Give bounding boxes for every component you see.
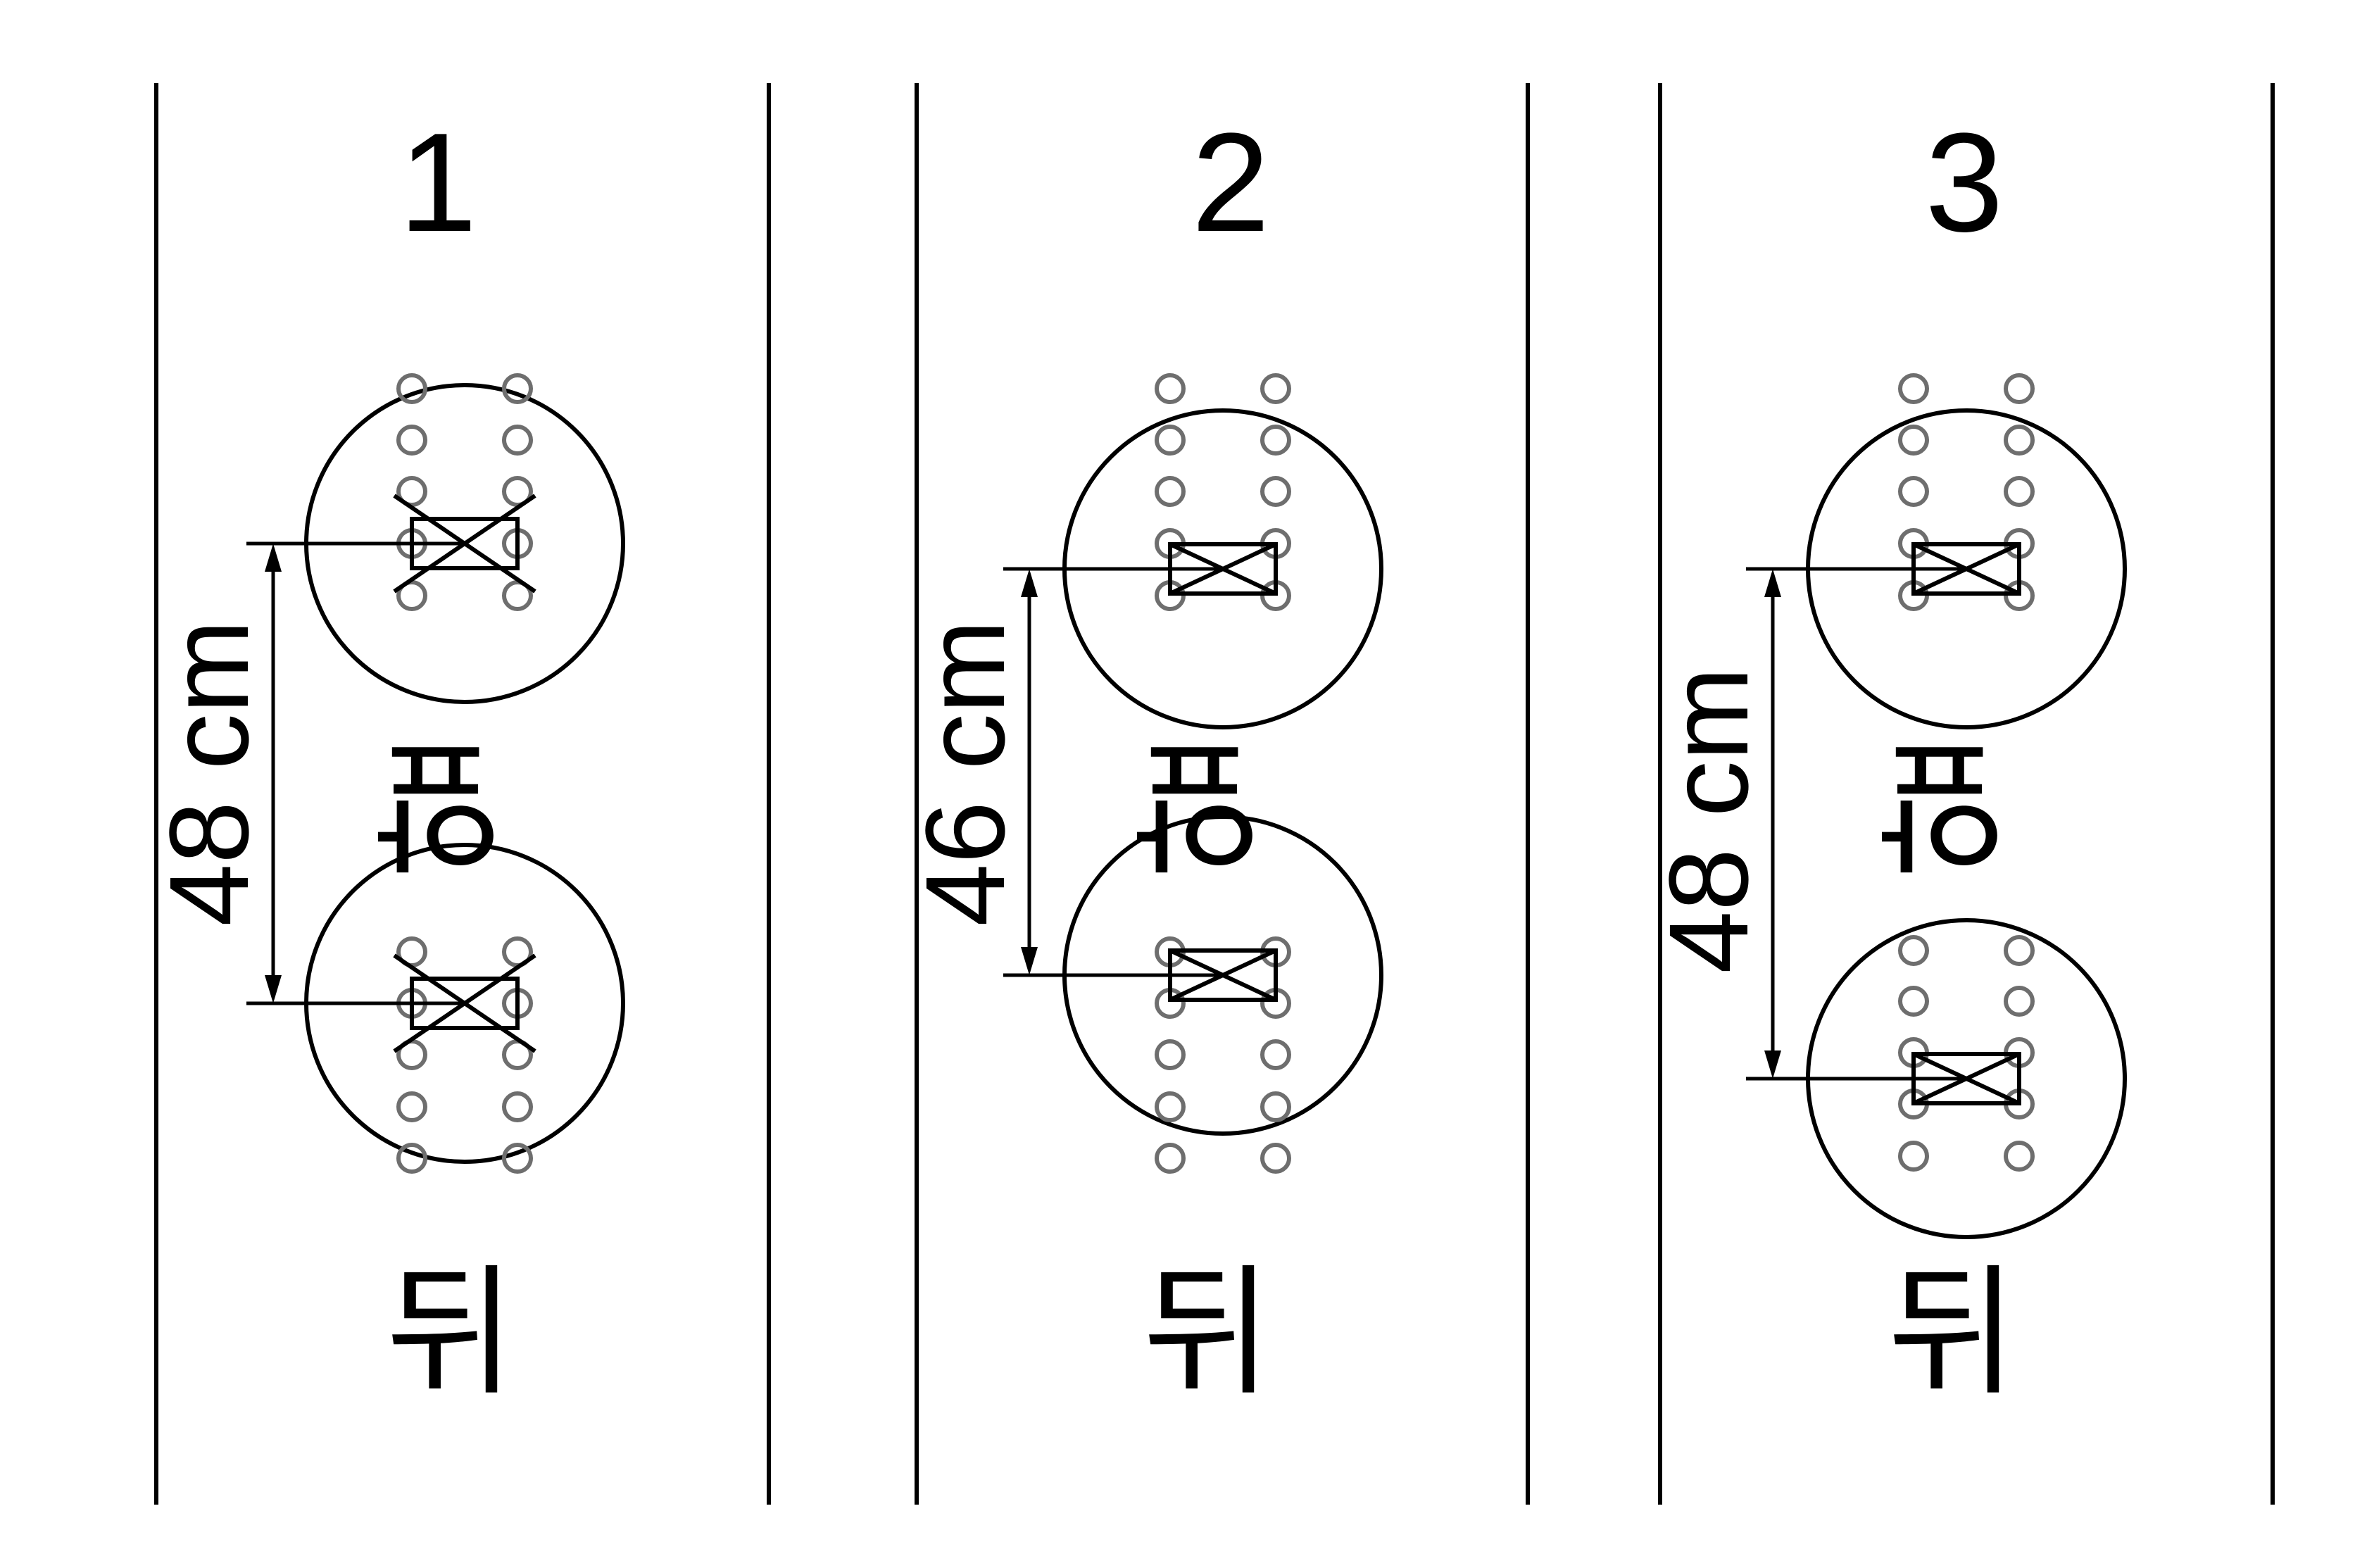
dimension-label: 48 cm xyxy=(146,620,272,927)
panel-1: 48 cm 앞 뒤 xyxy=(146,373,625,1415)
dimension-label: 48 cm xyxy=(1645,667,1771,974)
front-label: 앞 xyxy=(1877,722,2006,886)
panel-2: 46 cm 앞 뒤 xyxy=(902,373,1383,1415)
panel-2-number: 2 xyxy=(1191,104,1269,261)
back-label: 뒤 xyxy=(1888,1251,2017,1415)
dimension-line xyxy=(1003,567,1223,977)
back-label: 뒤 xyxy=(1143,1251,1272,1415)
back-label: 뒤 xyxy=(386,1251,515,1415)
panel-1-number: 1 xyxy=(398,104,477,261)
panel-3-number: 3 xyxy=(1925,104,2003,261)
front-label: 앞 xyxy=(373,722,503,886)
dimension-line xyxy=(1746,567,1966,1081)
front-label: 앞 xyxy=(1132,722,1262,886)
panel-3: 48 cm 앞 뒤 xyxy=(1645,373,2127,1415)
dimension-line xyxy=(246,541,465,1005)
dimension-label: 46 cm xyxy=(902,620,1028,927)
